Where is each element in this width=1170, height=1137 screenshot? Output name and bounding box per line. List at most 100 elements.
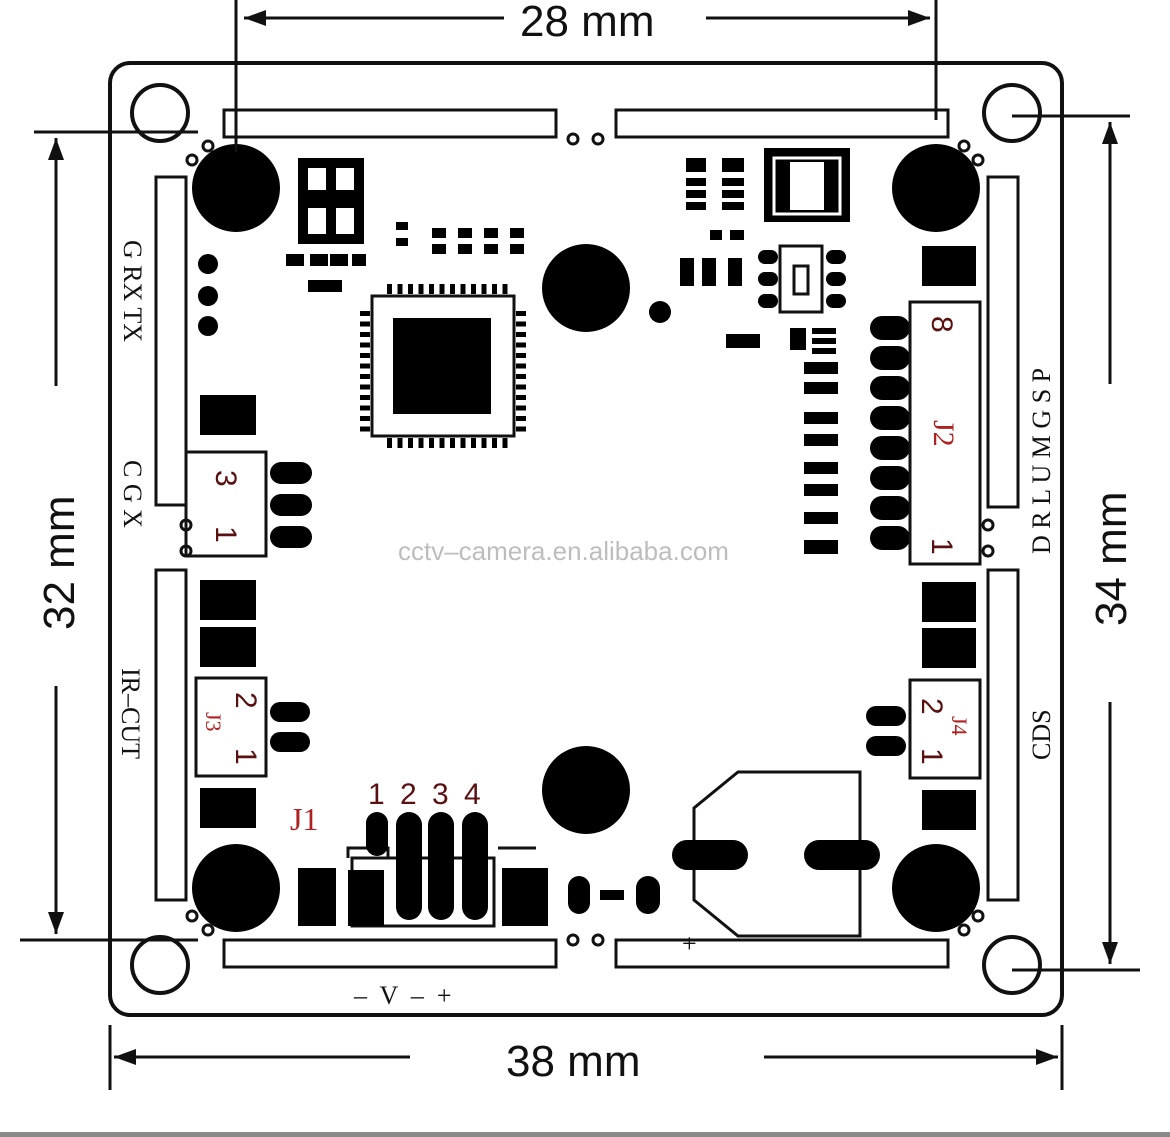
right-lower-pads [866,582,976,830]
ic-pin [516,342,526,348]
j2-pin-first: 1 [925,538,958,555]
board-outline [108,61,1064,1017]
left-bottom-header-label: IR–CUT [116,668,145,759]
j1-pin-1: 1 [368,778,385,811]
ic-pin [516,321,526,327]
ic-pin [429,284,434,294]
ic-pin [516,374,526,379]
quad-component [286,158,366,292]
left-3pin-pin-b: 1 [209,526,242,543]
right-top-header-label: D R L U M G S P [1027,368,1056,554]
ic-pin [516,426,526,432]
ic-pin [360,332,370,337]
ic-pin [516,363,526,369]
ic-pin [360,353,370,358]
smd-row-top [396,222,524,254]
ic-pin [516,416,526,421]
ic-pin [360,321,370,327]
ic-pin [360,384,370,390]
dim-bottom [108,1025,1064,1090]
ic-pin [429,438,434,448]
ic-pin [516,311,526,316]
ic-pin [397,438,403,448]
ic-pin [360,342,370,348]
j1-pin-3: 3 [432,778,449,811]
ic-pin [450,438,455,448]
ic-pin [360,395,370,400]
small-vias [179,132,995,947]
ic-pin [502,438,508,448]
sot-component [758,244,846,314]
dim-left-label: 32 mm [35,496,84,630]
bottom-edge-strip [0,1132,1170,1137]
dim-right [1012,114,1140,972]
j4-connector [908,678,982,780]
lens-mount-pads [192,144,980,932]
left-mid-header-label: C G X [118,460,147,528]
ic-pin [418,284,424,294]
ic-pin [397,284,403,294]
capacitor [672,770,880,938]
ic-pin [439,284,445,294]
left-3pin-pin-a: 3 [209,470,242,487]
ic-pin [492,438,497,448]
ic-pin [516,405,526,411]
ic-pin [471,284,476,294]
dim-bottom-label: 38 mm [506,1037,640,1086]
dim-left [20,130,198,942]
j1-connector [298,812,660,928]
j3-connector [194,676,268,778]
ic-pin [418,438,424,448]
main-ic-chip [360,284,526,448]
mounting-hole-tr [982,83,1042,143]
ic-pin [439,438,445,448]
left-top-header-label: G RX TX [118,240,147,342]
ic-pin [360,363,370,369]
ic-pin [460,438,466,448]
ic-pin [516,395,526,400]
j3-pin-b: 1 [229,748,262,765]
dim-right-label: 34 mm [1087,492,1136,626]
j1-label: J1 [290,801,318,837]
ic-pin [360,311,370,316]
ic-pin [481,438,487,448]
j1-pin-2: 2 [400,778,417,811]
j4-pin-b: 1 [915,748,948,765]
dim-top-label: 28 mm [520,0,654,46]
center-pad-top [542,244,630,332]
center-dot [649,301,671,323]
j3-pin-a: 2 [229,692,262,709]
j2-connector [908,300,982,566]
left-pads [198,254,256,828]
ic-pin [387,284,392,294]
main-ic-pins [360,284,526,448]
ic-pin [360,405,370,411]
top-right-smd [680,158,836,354]
ic-pin [360,374,370,379]
ic-pin [460,284,466,294]
left-3pin-pads [270,462,312,548]
watermark: cctv–camera.en.alibaba.com [398,536,729,566]
ic-pin [360,426,370,432]
dim-top [234,0,938,152]
mounting-hole-br [982,935,1042,995]
center-pad-bottom [542,746,630,834]
ic-pin [408,284,413,294]
j1-pin-4: 4 [464,778,481,811]
right-pad-top [922,246,976,286]
edge-headers [154,108,1020,969]
bottom-header-label: – V – + [353,981,452,1010]
j4-label: J4 [947,716,972,736]
inductor [764,148,850,222]
left-3pin-connector [184,450,268,558]
j2-label: J2 [927,420,960,447]
mounting-hole-tl [130,83,190,143]
ic-pin [408,438,413,448]
capacitor-polarity: + [682,929,697,958]
j3-pads [270,702,310,752]
ic-pin [450,284,455,294]
mounting-hole-bl [130,935,190,995]
ic-pin [516,384,526,390]
ic-pin [471,438,476,448]
